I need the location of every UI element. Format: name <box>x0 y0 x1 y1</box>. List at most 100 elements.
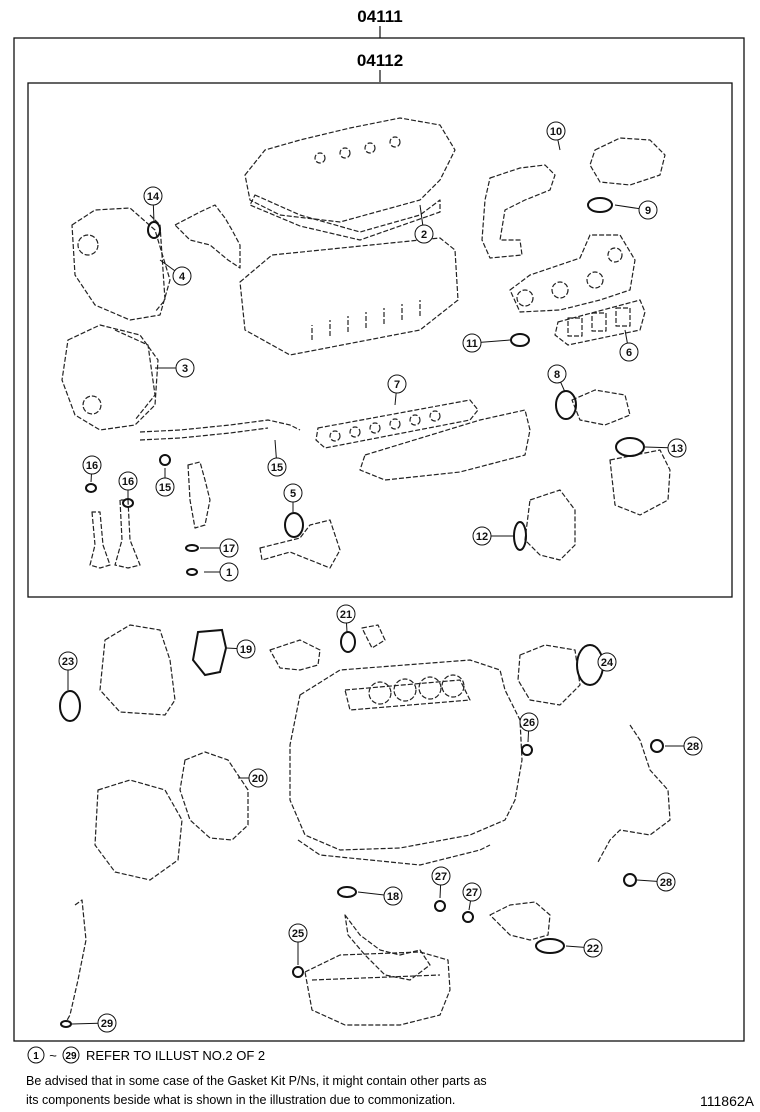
ring-16a <box>85 483 97 493</box>
callout-number-24: 24 <box>601 657 614 669</box>
callout-number-27: 27 <box>435 871 447 883</box>
ring-29 <box>60 1020 72 1028</box>
exhaust-gasket <box>554 299 646 346</box>
egr-valve <box>524 489 576 561</box>
callout-number-13: 13 <box>671 443 683 455</box>
cylinder-block <box>289 659 523 851</box>
callout-circle-8 <box>547 364 567 384</box>
callout-number-4: 4 <box>179 271 186 283</box>
callout-number-26: 26 <box>523 717 535 729</box>
callout-circle-19 <box>236 639 256 659</box>
callout-number-10: 10 <box>550 126 562 138</box>
intake-pipe <box>481 164 556 259</box>
callout-circle-18 <box>383 886 403 906</box>
timing-cover-upper <box>71 207 171 321</box>
callout-circle-11 <box>462 333 482 353</box>
ring-12 <box>513 521 527 551</box>
refer-end-number: 29 <box>65 1051 77 1062</box>
oil-strainer <box>344 914 431 981</box>
dipstick-guide <box>65 899 87 1023</box>
callout-number-8: 8 <box>554 369 560 381</box>
advice-line-1: Be advised that in some case of the Gask… <box>26 1074 487 1088</box>
ring-27b <box>462 911 474 923</box>
outer-kit-frame <box>13 37 745 1042</box>
upper-manifold <box>359 409 531 481</box>
callout-number-18: 18 <box>387 891 399 903</box>
ring-25 <box>292 966 304 978</box>
cylinder-head-cover <box>244 117 456 223</box>
callout-number-23: 23 <box>62 656 74 668</box>
callout-number-2: 2 <box>421 229 427 241</box>
callout-circle-29 <box>97 1013 117 1033</box>
callout-circle-7 <box>387 374 407 394</box>
callout-number-28: 28 <box>660 877 672 889</box>
callout-circle-15 <box>267 457 287 477</box>
timing-cover-lower-left <box>94 779 183 881</box>
ring-27a <box>434 900 446 912</box>
ring-11 <box>510 333 530 347</box>
intake-manifold-gasket <box>315 399 479 449</box>
callout-number-3: 3 <box>182 363 188 375</box>
callout-number-29: 29 <box>101 1018 113 1030</box>
callout-number-9: 9 <box>645 205 651 217</box>
callout-circle-3 <box>175 358 195 378</box>
turbo-housing <box>589 137 666 186</box>
callout-number-27: 27 <box>466 887 478 899</box>
ring-5 <box>284 512 304 538</box>
callout-number-6: 6 <box>626 347 632 359</box>
ring-9 <box>587 197 613 213</box>
bracket <box>174 204 241 269</box>
callout-circle-16 <box>82 455 102 475</box>
injector <box>187 461 211 529</box>
callout-circle-4 <box>172 266 192 286</box>
callout-circle-6 <box>619 342 639 362</box>
callout-circle-27 <box>431 866 451 886</box>
callout-circle-24 <box>597 652 617 672</box>
water-pump-gasket <box>179 751 249 841</box>
ring-18 <box>337 886 357 898</box>
callout-number-16: 16 <box>122 476 134 488</box>
ring-13 <box>615 437 645 457</box>
seal-21 <box>340 631 356 653</box>
valve-right <box>114 499 141 569</box>
inner-kit-frame <box>27 82 733 598</box>
callout-number-11: 11 <box>466 338 478 350</box>
timing-cover-lower <box>61 324 159 431</box>
callout-circle-5 <box>283 483 303 503</box>
bracket-egr <box>571 389 631 426</box>
ring-22 <box>535 938 565 954</box>
callout-circle-12 <box>472 526 492 546</box>
callout-number-16: 16 <box>86 460 98 472</box>
callout-number-14: 14 <box>147 191 160 203</box>
exhaust-manifold <box>509 234 636 313</box>
kit-number-04112: 04112 <box>357 51 403 70</box>
ring-28a <box>650 739 664 753</box>
refer-tilde: ~ <box>49 1048 57 1063</box>
callout-number-5: 5 <box>290 488 296 500</box>
callout-number-28: 28 <box>687 741 699 753</box>
callout-circle-22 <box>583 938 603 958</box>
cylinder-head <box>239 237 459 356</box>
ring-8 <box>555 390 577 420</box>
ring-14 <box>147 221 161 239</box>
water-pump-housing <box>269 639 321 671</box>
callout-circle-26 <box>519 712 539 732</box>
callout-circle-28 <box>656 872 676 892</box>
callout-circle-15 <box>155 477 175 497</box>
timing-case-left <box>99 624 176 716</box>
oil-pump-part <box>361 624 386 649</box>
advice-line-2: its components beside what is shown in t… <box>26 1093 455 1107</box>
callout-number-22: 22 <box>587 943 599 955</box>
ring-1 <box>186 568 198 576</box>
callout-number-12: 12 <box>476 531 488 543</box>
callout-number-20: 20 <box>252 773 264 785</box>
callout-number-1: 1 <box>226 567 232 579</box>
callout-circle-13 <box>667 438 687 458</box>
callout-number-19: 19 <box>240 644 252 656</box>
callout-circle-25 <box>288 923 308 943</box>
ring-16b <box>122 498 134 508</box>
callout-circle-17 <box>219 538 239 558</box>
callout-circle-21 <box>336 604 356 624</box>
callout-number-21: 21 <box>340 609 352 621</box>
